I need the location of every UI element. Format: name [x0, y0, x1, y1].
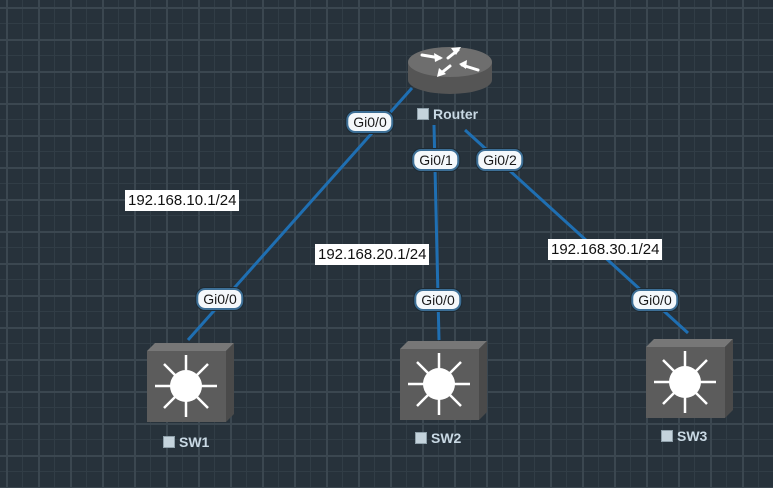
- port-label-router-gi0-0[interactable]: Gi0/0: [346, 111, 394, 133]
- port-label-sw1-gi0-0[interactable]: Gi0/0: [196, 288, 244, 310]
- port-label-sw3-gi0-0[interactable]: Gi0/0: [631, 289, 679, 311]
- ip-label-link-1[interactable]: 192.168.10.1/24: [125, 190, 240, 211]
- sw2-icon[interactable]: [400, 341, 487, 420]
- ip-label-link-2[interactable]: 192.168.20.1/24: [315, 244, 430, 265]
- status-square-icon: [415, 432, 427, 444]
- sw1-icon[interactable]: [147, 343, 234, 422]
- status-square-icon: [417, 108, 429, 120]
- port-label-sw2-gi0-0[interactable]: Gi0/0: [414, 289, 462, 311]
- sw3-icon[interactable]: [646, 339, 733, 418]
- sw2-label: SW2: [415, 430, 461, 446]
- status-square-icon: [163, 436, 175, 448]
- port-label-router-gi0-2[interactable]: Gi0/2: [476, 149, 524, 171]
- port-label-router-gi0-1[interactable]: Gi0/1: [412, 149, 460, 171]
- sw3-label: SW3: [661, 428, 707, 444]
- router-label: Router: [417, 106, 478, 122]
- router-icon[interactable]: [408, 47, 492, 94]
- status-square-icon: [661, 430, 673, 442]
- sw1-label: SW1: [163, 434, 209, 450]
- ip-label-link-3[interactable]: 192.168.30.1/24: [548, 239, 663, 260]
